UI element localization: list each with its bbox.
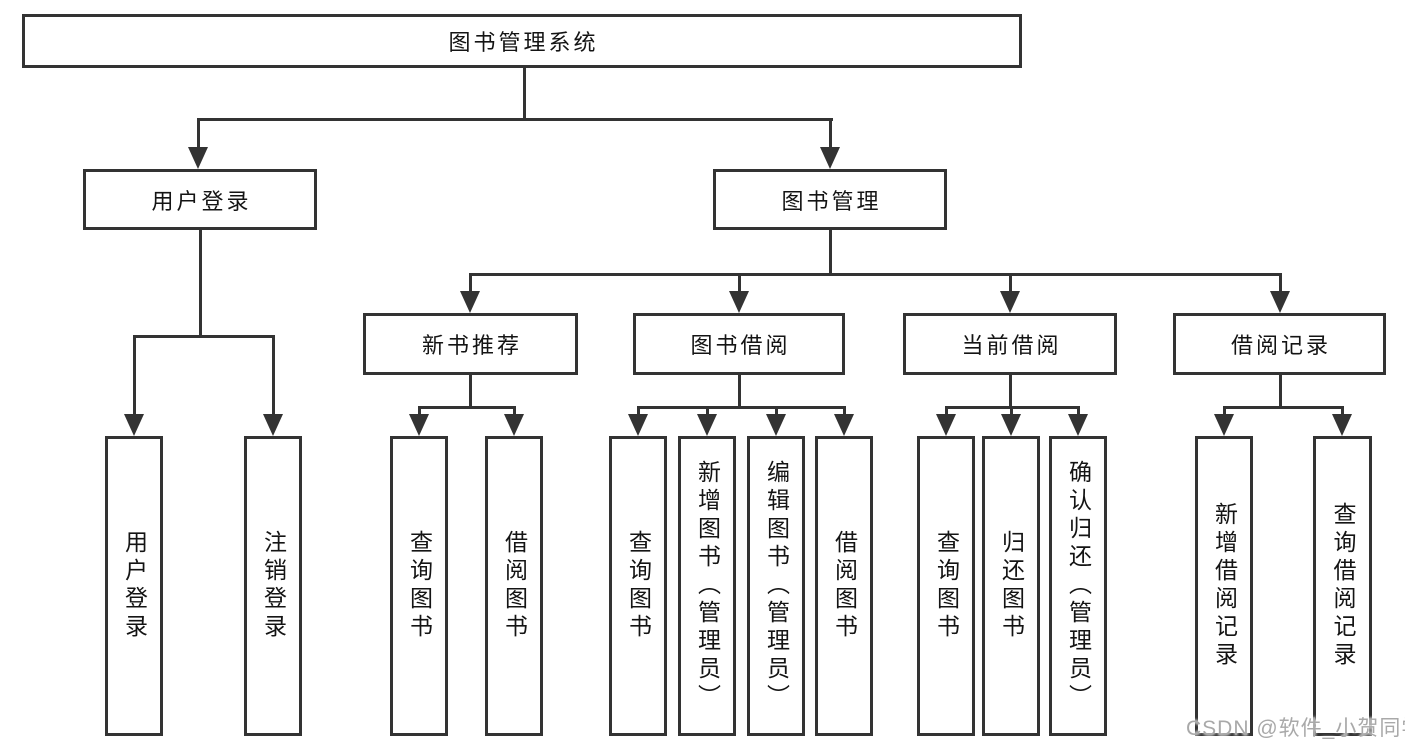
connector-level2-rail: [197, 118, 833, 121]
connector-leaf-stem: [418, 406, 421, 418]
leaf-borrow-query-book: 查询图书: [609, 436, 667, 736]
connector-book-mgmt-stem: [829, 118, 832, 150]
leaf-logout: 注销登录: [244, 436, 302, 736]
leaf-records-add-record: 新增借阅记录: [1195, 436, 1253, 736]
connector-user-login-down: [199, 230, 202, 338]
connector-leaf-stem: [706, 406, 709, 418]
arrowhead-down-icon: [628, 414, 648, 436]
leaf-current-query-book: 查询图书: [917, 436, 975, 736]
arrowhead-down-icon: [1332, 414, 1352, 436]
connector-leaf-stem: [775, 406, 778, 418]
connector-level3-stem: [1009, 273, 1012, 293]
connector-leaf-stem: [272, 335, 275, 416]
arrowhead-down-icon: [1270, 291, 1290, 313]
connector-level3-stem: [1279, 273, 1282, 293]
connector-leaf-stem: [637, 406, 640, 418]
connector-level3-stem: [469, 273, 472, 293]
arrowhead-down-icon: [936, 414, 956, 436]
connector-borrow-down: [738, 375, 741, 409]
connector-user-login-rail: [133, 335, 275, 338]
connector-current-down: [1009, 375, 1012, 409]
node-book-management: 图书管理: [713, 169, 947, 230]
arrowhead-down-icon: [460, 291, 480, 313]
leaf-borrow-edit-book: 编辑图书（管理员）: [747, 436, 805, 736]
connector-leaf-stem: [1341, 406, 1344, 418]
arrowhead-down-icon: [834, 414, 854, 436]
arrowhead-down-icon: [729, 291, 749, 313]
node-current-borrow: 当前借阅: [903, 313, 1117, 375]
arrowhead-down-icon: [766, 414, 786, 436]
leaf-records-query-record: 查询借阅记录: [1313, 436, 1372, 736]
connector-leaf-stem: [945, 406, 948, 418]
node-new-book-recommend: 新书推荐: [363, 313, 578, 375]
leaf-borrow-borrow-book: 借阅图书: [815, 436, 873, 736]
connector-leaf-stem: [1077, 406, 1080, 418]
connector-user-login-stem: [197, 118, 200, 150]
connector-level3-rail: [469, 273, 1282, 276]
leaf-user-login: 用户登录: [105, 436, 163, 736]
connector-leaf-stem: [513, 406, 516, 418]
arrowhead-down-icon: [697, 414, 717, 436]
watermark-text: CSDN @软件_小贺同学: [1186, 717, 1405, 740]
node-borrow-records: 借阅记录: [1173, 313, 1386, 375]
arrowhead-down-icon: [124, 414, 144, 436]
arrowhead-down-icon: [263, 414, 283, 436]
connector-recommend-rail: [418, 406, 516, 409]
leaf-recommend-borrow-book: 借阅图书: [485, 436, 543, 736]
arrowhead-down-icon: [1000, 291, 1020, 313]
connector-borrow-rail: [637, 406, 846, 409]
arrowhead-down-icon: [1001, 414, 1021, 436]
connector-recommend-down: [469, 375, 472, 409]
node-root: 图书管理系统: [22, 14, 1022, 68]
arrowhead-down-icon: [1214, 414, 1234, 436]
leaf-borrow-add-book: 新增图书（管理员）: [678, 436, 736, 736]
node-user-login: 用户登录: [83, 169, 317, 230]
connector-level3-stem: [738, 273, 741, 293]
arrowhead-down-icon: [820, 147, 840, 169]
arrowhead-down-icon: [409, 414, 429, 436]
leaf-current-return-book: 归还图书: [982, 436, 1040, 736]
connector-records-rail: [1223, 406, 1344, 409]
arrowhead-down-icon: [188, 147, 208, 169]
arrowhead-down-icon: [1068, 414, 1088, 436]
connector-root-stem: [523, 68, 526, 121]
arrowhead-down-icon: [504, 414, 524, 436]
connector-leaf-stem: [133, 335, 136, 416]
connector-leaf-stem: [1010, 406, 1013, 418]
connector-leaf-stem: [1223, 406, 1226, 418]
leaf-recommend-query-book: 查询图书: [390, 436, 448, 736]
connector-leaf-stem: [843, 406, 846, 418]
connector-records-down: [1279, 375, 1282, 409]
leaf-current-confirm-return: 确认归还（管理员）: [1049, 436, 1107, 736]
node-book-borrow: 图书借阅: [633, 313, 845, 375]
connector-book-mgmt-down: [829, 230, 832, 276]
